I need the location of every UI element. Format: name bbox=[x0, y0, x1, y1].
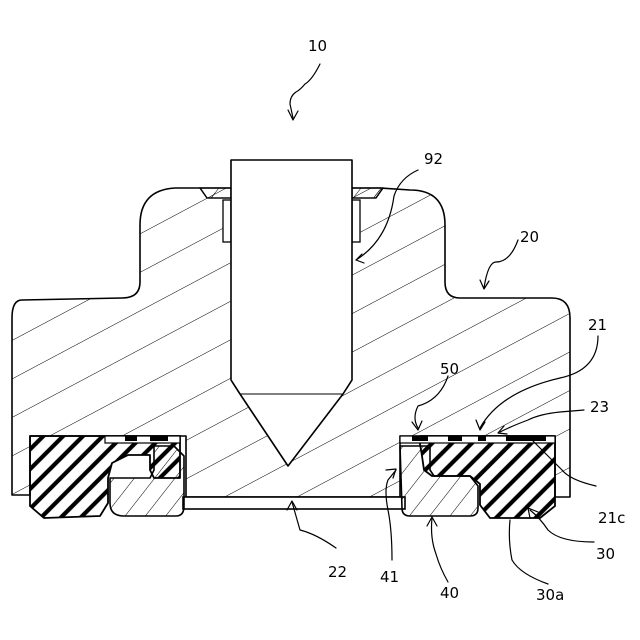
label-23: 23 bbox=[590, 398, 609, 416]
label-22: 22 bbox=[328, 563, 347, 581]
label-92: 92 bbox=[424, 150, 443, 168]
label-21: 21 bbox=[588, 316, 607, 334]
label-30a: 30a bbox=[536, 586, 564, 604]
leader-40 bbox=[432, 518, 449, 582]
seal-left bbox=[30, 436, 184, 518]
leader-30a bbox=[509, 520, 548, 584]
label-10: 10 bbox=[308, 37, 327, 55]
label-50: 50 bbox=[440, 360, 459, 378]
label-21c: 21c bbox=[598, 509, 625, 527]
seal-right bbox=[400, 436, 555, 518]
label-41: 41 bbox=[380, 568, 399, 586]
label-40: 40 bbox=[440, 584, 459, 602]
label-20: 20 bbox=[520, 228, 539, 246]
label-30: 30 bbox=[596, 545, 615, 563]
leader-10 bbox=[290, 64, 320, 118]
